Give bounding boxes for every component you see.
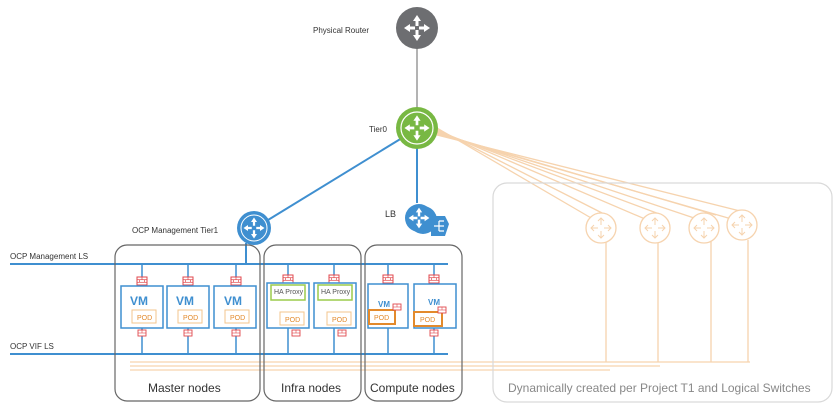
dynamic-connections — [130, 127, 753, 371]
firewall-icon — [231, 329, 241, 337]
tier0-router-icon — [396, 107, 438, 149]
svg-text:POD: POD — [374, 315, 389, 322]
ocp-management-tier1-icon — [237, 211, 271, 245]
compute-nodes-box — [364, 244, 463, 402]
svg-text:POD: POD — [137, 315, 152, 322]
lb-label: LB — [385, 209, 396, 219]
tier0-label: Tier0 — [369, 125, 387, 134]
firewall-icon — [282, 274, 294, 284]
firewall-icon — [182, 276, 194, 286]
lb-router-icon — [405, 204, 433, 232]
svg-text:HA Proxy: HA Proxy — [321, 289, 351, 296]
firewall-icon — [136, 276, 148, 286]
master-node: VM POD — [213, 264, 257, 354]
firewall-icon — [437, 306, 447, 314]
svg-text:POD: POD — [420, 317, 435, 324]
svg-text:VM: VM — [378, 300, 390, 309]
svg-text:POD: POD — [332, 317, 347, 324]
load-balancer-tag-icon — [431, 216, 449, 236]
svg-text:VM: VM — [224, 294, 242, 308]
compute-nodes-label: Compute nodes — [370, 381, 455, 395]
ocp-vif-ls-label: OCP VIF LS — [10, 342, 54, 351]
dynamic-group-box — [492, 182, 833, 403]
svg-text:VM: VM — [130, 294, 148, 308]
firewall-icon — [337, 329, 347, 337]
infra-node: HA Proxy POD — [313, 264, 357, 354]
firewall-icon — [291, 329, 301, 337]
master-nodes-box — [114, 244, 261, 402]
compute-node: VM POD — [413, 264, 457, 354]
dynamic-router-icon — [639, 212, 671, 244]
master-node: VM POD — [166, 264, 210, 354]
compute-node: VM POD — [367, 264, 409, 354]
firewall-icon — [428, 274, 440, 284]
svg-text:VM: VM — [428, 298, 440, 307]
infra-node: HA Proxy POD — [266, 264, 310, 354]
firewall-icon — [392, 303, 402, 311]
master-nodes-label: Master nodes — [148, 381, 221, 395]
infra-nodes-box — [263, 244, 362, 402]
firewall-icon — [230, 276, 242, 286]
svg-text:HA Proxy: HA Proxy — [274, 289, 304, 296]
dynamic-group-label: Dynamically created per Project T1 and L… — [508, 381, 811, 395]
svg-text:POD: POD — [285, 317, 300, 324]
firewall-icon — [328, 274, 340, 284]
ocp-management-tier1-label: OCP Management Tier1 — [132, 226, 219, 235]
firewall-icon — [429, 329, 439, 337]
physical-router-icon — [396, 7, 438, 49]
physical-router-label: Physical Router — [313, 26, 369, 35]
firewall-icon — [183, 329, 193, 337]
ocp-management-ls-label: OCP Management LS — [10, 252, 88, 261]
svg-text:POD: POD — [230, 315, 245, 322]
svg-text:POD: POD — [183, 315, 198, 322]
dynamic-router-icon — [726, 209, 758, 241]
dynamic-router-icon — [688, 212, 720, 244]
firewall-icon — [137, 329, 147, 337]
svg-text:VM: VM — [176, 294, 194, 308]
master-node: VM POD — [120, 264, 164, 354]
dynamic-router-icon — [585, 212, 617, 244]
firewall-icon — [382, 274, 394, 284]
infra-nodes-label: Infra nodes — [281, 381, 341, 395]
tier0-to-tier1-link — [267, 137, 403, 221]
